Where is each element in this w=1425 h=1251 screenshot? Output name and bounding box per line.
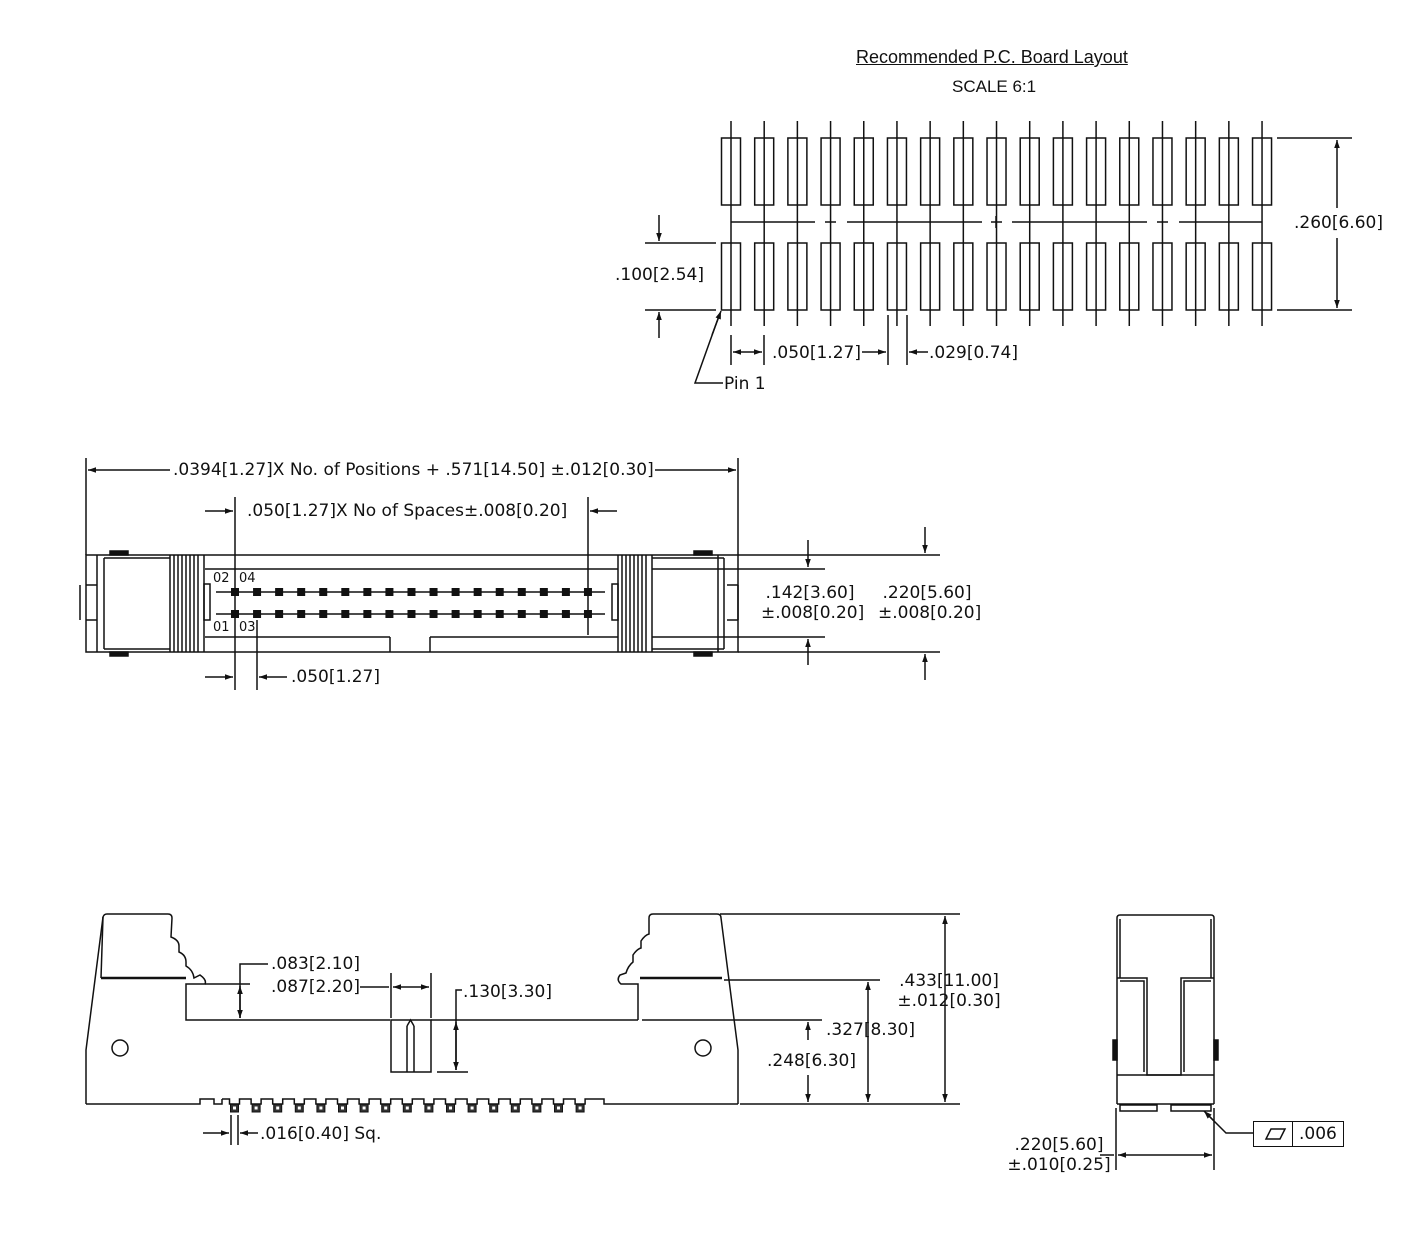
pin-label-04: 04	[239, 571, 256, 586]
top-view	[79, 458, 940, 690]
dim-key-height: .130[3.30]	[463, 982, 552, 1002]
dim-pcb-pad-width: .029[0.74]	[928, 343, 1019, 363]
pcb-layout-title: Recommended P.C. Board Layout	[855, 47, 1129, 67]
dim-outer-width-line2: ±.008[0.20]	[878, 603, 982, 623]
dim-side-width-line1: .220[5.60]	[1014, 1135, 1104, 1155]
dim-outer-width-line1: .220[5.60]	[882, 583, 972, 603]
pcb-layout-view	[645, 121, 1352, 384]
front-view	[85, 913, 960, 1145]
dim-pcb-row-pitch: .100[2.54]	[615, 265, 704, 285]
pcb-layout-scale: SCALE 6:1	[951, 77, 1038, 97]
dim-overall-length: .0394[1.27]X No. of Positions + .571[14.…	[172, 460, 655, 480]
dim-outer-width: .220[5.60] ±.008[0.20]	[877, 583, 982, 623]
pin-label-03: 03	[239, 620, 256, 635]
flatness-icon	[1254, 1122, 1293, 1146]
dim-side-width-line2: ±.010[0.25]	[1007, 1155, 1111, 1175]
dim-latch-gap-2: .087[2.20]	[271, 977, 360, 997]
dim-pcb-pitch: .050[1.27]	[771, 343, 862, 363]
pin-label-02: 02	[213, 571, 230, 586]
flatness-feature-control-frame: .006	[1253, 1121, 1344, 1147]
dim-inner-width-line2: ±.008[0.20]	[761, 603, 865, 623]
dim-inner-width-line1: .142[3.60]	[765, 583, 855, 603]
dim-top-pitch: .050[1.27]	[291, 667, 380, 687]
dim-pin-span: .050[1.27]X No of Spaces±.008[0.20]	[246, 501, 569, 521]
side-view	[1100, 914, 1253, 1170]
flatness-tolerance-value: .006	[1299, 1124, 1337, 1144]
dim-inner-width: .142[3.60] ±.008[0.20]	[760, 583, 865, 623]
dim-latch-gap-1: .083[2.10]	[271, 954, 360, 974]
dim-pin-square: .016[0.40] Sq.	[260, 1124, 382, 1144]
dim-overall-height-line1: .433[11.00]	[899, 971, 999, 991]
dim-wall-height: .248[6.30]	[767, 1051, 856, 1071]
dim-overall-height: .433[11.00] ±.012[0.30]	[893, 971, 1005, 1011]
dim-pcb-overall-height: .260[6.60]	[1294, 213, 1383, 233]
dim-overall-height-line2: ±.012[0.30]	[897, 991, 1001, 1011]
pin-label-01: 01	[213, 620, 230, 635]
pin1-label: Pin 1	[724, 374, 766, 394]
dim-side-width: .220[5.60] ±.010[0.25]	[1006, 1135, 1112, 1175]
dim-body-height: .327[8.30]	[826, 1020, 915, 1040]
